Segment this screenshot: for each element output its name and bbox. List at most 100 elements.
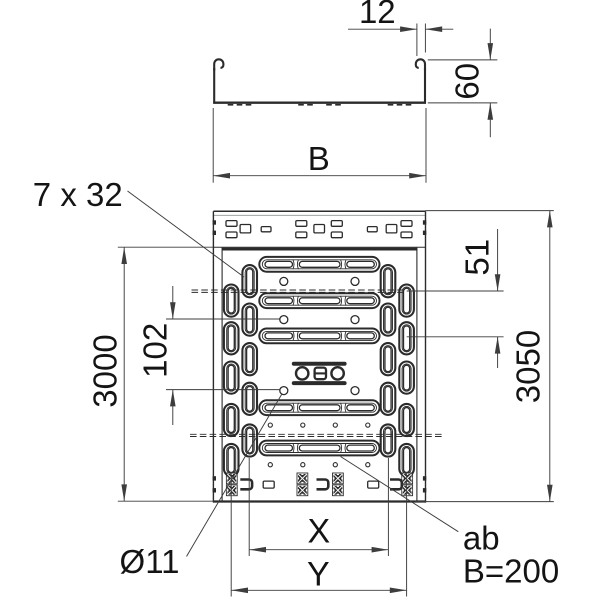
side-slot xyxy=(384,346,392,373)
plan-edge-slot-mark xyxy=(422,476,427,481)
slot-row-embossing xyxy=(258,292,381,310)
dimension-3000: 3000 xyxy=(87,246,214,502)
dimension-arrowhead xyxy=(389,587,407,594)
small-round-hole xyxy=(267,422,273,428)
slot-contour xyxy=(226,286,237,315)
round-hole-11mm xyxy=(350,276,360,287)
plan-connector-end-holes xyxy=(225,219,413,239)
section-floor-slot-mark xyxy=(387,103,394,106)
dimension-102: 102 xyxy=(136,286,280,425)
section-floor-slot-mark xyxy=(405,103,412,106)
side-slot xyxy=(227,406,235,434)
dimension-60-height: 60 xyxy=(427,28,498,138)
slot-contour xyxy=(383,345,393,374)
bottom-slot xyxy=(298,444,341,452)
section-right-edge-curl xyxy=(414,58,427,71)
dimension-label: 3000 xyxy=(87,334,124,407)
plan-edge-slot-mark xyxy=(422,230,427,235)
dimension-label: 102 xyxy=(136,323,173,378)
round-hole-11mm xyxy=(350,385,360,396)
bottom-slot xyxy=(264,297,294,305)
connector-hole xyxy=(260,225,272,233)
plan-edge-slot-mark xyxy=(422,220,427,225)
round-hole-11mm xyxy=(279,276,289,287)
break-lines xyxy=(190,289,445,437)
section-floor-slot-mark xyxy=(245,103,252,106)
section-floor-slot-mark xyxy=(236,103,243,106)
dimension-arrowhead xyxy=(249,546,266,553)
cross-square-hole xyxy=(296,472,309,485)
side-slot-embossing xyxy=(241,381,259,416)
section-floor-slot-mark xyxy=(298,103,304,106)
slot-contour xyxy=(401,363,412,392)
dimension-arrowhead xyxy=(371,546,389,553)
connector-hole xyxy=(366,225,378,233)
plan-round-holes xyxy=(267,276,371,468)
small-round-hole xyxy=(267,462,273,468)
plan-edge-slot-mark xyxy=(422,488,427,493)
dimension-7x32-slots: 7 x 32 xyxy=(33,176,245,278)
slot-row-pinch xyxy=(292,259,299,270)
bottom-slot xyxy=(264,444,294,452)
side-slot-embossing xyxy=(379,264,397,299)
obo-logo-embossing xyxy=(291,361,347,386)
bottom-slot xyxy=(346,332,375,340)
note-leader xyxy=(340,456,459,533)
side-slot-embossing xyxy=(222,321,240,356)
connector-hole xyxy=(225,219,238,227)
side-slot-embossing xyxy=(379,342,397,377)
dimension-arrowhead xyxy=(487,102,494,120)
connector-hole xyxy=(385,223,398,234)
slot-contour xyxy=(244,305,255,334)
side-slot xyxy=(245,385,254,412)
side-slot xyxy=(402,287,411,314)
bottom-slot xyxy=(264,404,294,412)
connector-hole xyxy=(225,231,238,239)
side-slot xyxy=(245,346,254,373)
side-slot xyxy=(402,446,411,474)
connector-hole xyxy=(400,219,413,227)
side-slot-embossing xyxy=(222,360,240,395)
plan-edge-slot-mark xyxy=(212,220,216,225)
cross-square-hole xyxy=(401,472,414,485)
section-floor-slot-mark xyxy=(326,103,332,106)
small-round-hole xyxy=(365,462,371,468)
bottom-slot xyxy=(298,404,341,412)
cross-square-hole xyxy=(296,484,309,497)
cross-square-hole xyxy=(225,484,238,497)
dimension-3050: 3050 xyxy=(415,210,554,503)
side-slot xyxy=(402,406,411,434)
connector-hole xyxy=(330,219,343,227)
dimension-label: X xyxy=(308,512,331,550)
small-round-hole xyxy=(365,422,371,428)
side-slot xyxy=(227,287,235,314)
round-hole-11mm xyxy=(279,314,289,325)
slot-contour xyxy=(261,295,377,306)
plan-edge-slot-mark xyxy=(212,488,216,493)
small-round-hole xyxy=(300,462,306,468)
dimension-arrowhead xyxy=(170,302,176,319)
slot-row-pinch xyxy=(292,402,299,413)
side-slot xyxy=(384,385,392,412)
section-floor-slot-mark xyxy=(227,103,234,106)
dimension-label: 60 xyxy=(449,63,486,100)
dimension-arrowhead xyxy=(425,26,443,32)
dimension-arrowhead xyxy=(170,389,176,407)
slot-contour xyxy=(401,324,412,353)
slot-contour xyxy=(383,384,393,413)
side-slot xyxy=(227,325,235,352)
dimension-diameter-11: Ø11 xyxy=(120,393,283,580)
slot-row-pinch xyxy=(340,402,347,413)
slot-contour xyxy=(383,426,393,455)
slot-contour xyxy=(383,267,393,296)
dimension-arrowhead xyxy=(213,172,230,179)
side-slot-embossing xyxy=(379,302,397,337)
dimension-arrowhead xyxy=(547,484,553,502)
dimension-label: Y xyxy=(307,556,330,594)
dimension-label: 3050 xyxy=(509,330,546,403)
round-hole-11mm xyxy=(350,314,360,325)
side-slot xyxy=(245,268,254,295)
slot-contour xyxy=(261,330,377,341)
bottom-slot xyxy=(346,404,375,412)
